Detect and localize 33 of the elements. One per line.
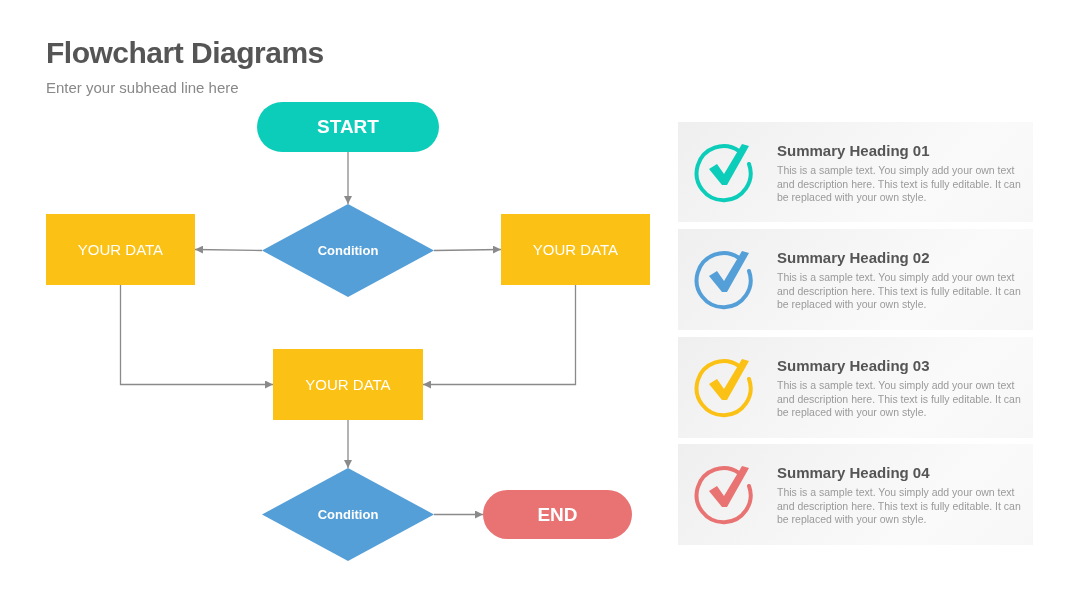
- arrow: [119, 284, 274, 389]
- node-label: Condition: [317, 243, 379, 258]
- process-box: [273, 349, 423, 420]
- arrow: [433, 245, 502, 254]
- arrow: [194, 245, 263, 254]
- terminal-pill: [257, 102, 439, 152]
- arrow: [344, 419, 352, 469]
- summary-heading: Summary Heading 01: [777, 142, 930, 159]
- process-box: [46, 214, 195, 285]
- arrow: [433, 510, 484, 519]
- summary-card: [678, 444, 1033, 545]
- node-label: YOUR DATA: [532, 241, 619, 258]
- subtitle: Enter your subhead line here: [46, 79, 239, 96]
- summary-card: [678, 122, 1033, 222]
- node-label: YOUR DATA: [77, 241, 164, 258]
- summary-card: [678, 229, 1033, 330]
- summary-text: This is a sample text. You simply add your own text and description here. This text is fully editable. It can be replaced with your own style.: [777, 271, 1022, 312]
- node-label: START: [317, 116, 379, 138]
- process-box: [501, 214, 650, 285]
- summary-card: [678, 337, 1033, 438]
- terminal-pill: [483, 490, 632, 539]
- arrow: [422, 284, 577, 389]
- summary-text: This is a sample text. You simply add your own text and description here. This text is fully editable. It can be replaced with your own style.: [777, 164, 1022, 205]
- arrow: [344, 151, 352, 205]
- summary-heading: Summary Heading 03: [777, 357, 930, 374]
- summary-text: This is a sample text. You simply add your own text and description here. This text is fully editable. It can be replaced with your own style.: [777, 486, 1022, 527]
- node-label: END: [537, 503, 578, 526]
- summary-text: This is a sample text. You simply add your own text and description here. This text is fully editable. It can be replaced with your own style.: [777, 379, 1022, 420]
- summary-heading: Summary Heading 04: [777, 464, 930, 481]
- title: Flowchart Diagrams: [46, 36, 324, 70]
- node-label: Condition: [317, 507, 379, 522]
- summary-heading: Summary Heading 02: [777, 249, 930, 266]
- node-label: YOUR DATA: [305, 376, 391, 393]
